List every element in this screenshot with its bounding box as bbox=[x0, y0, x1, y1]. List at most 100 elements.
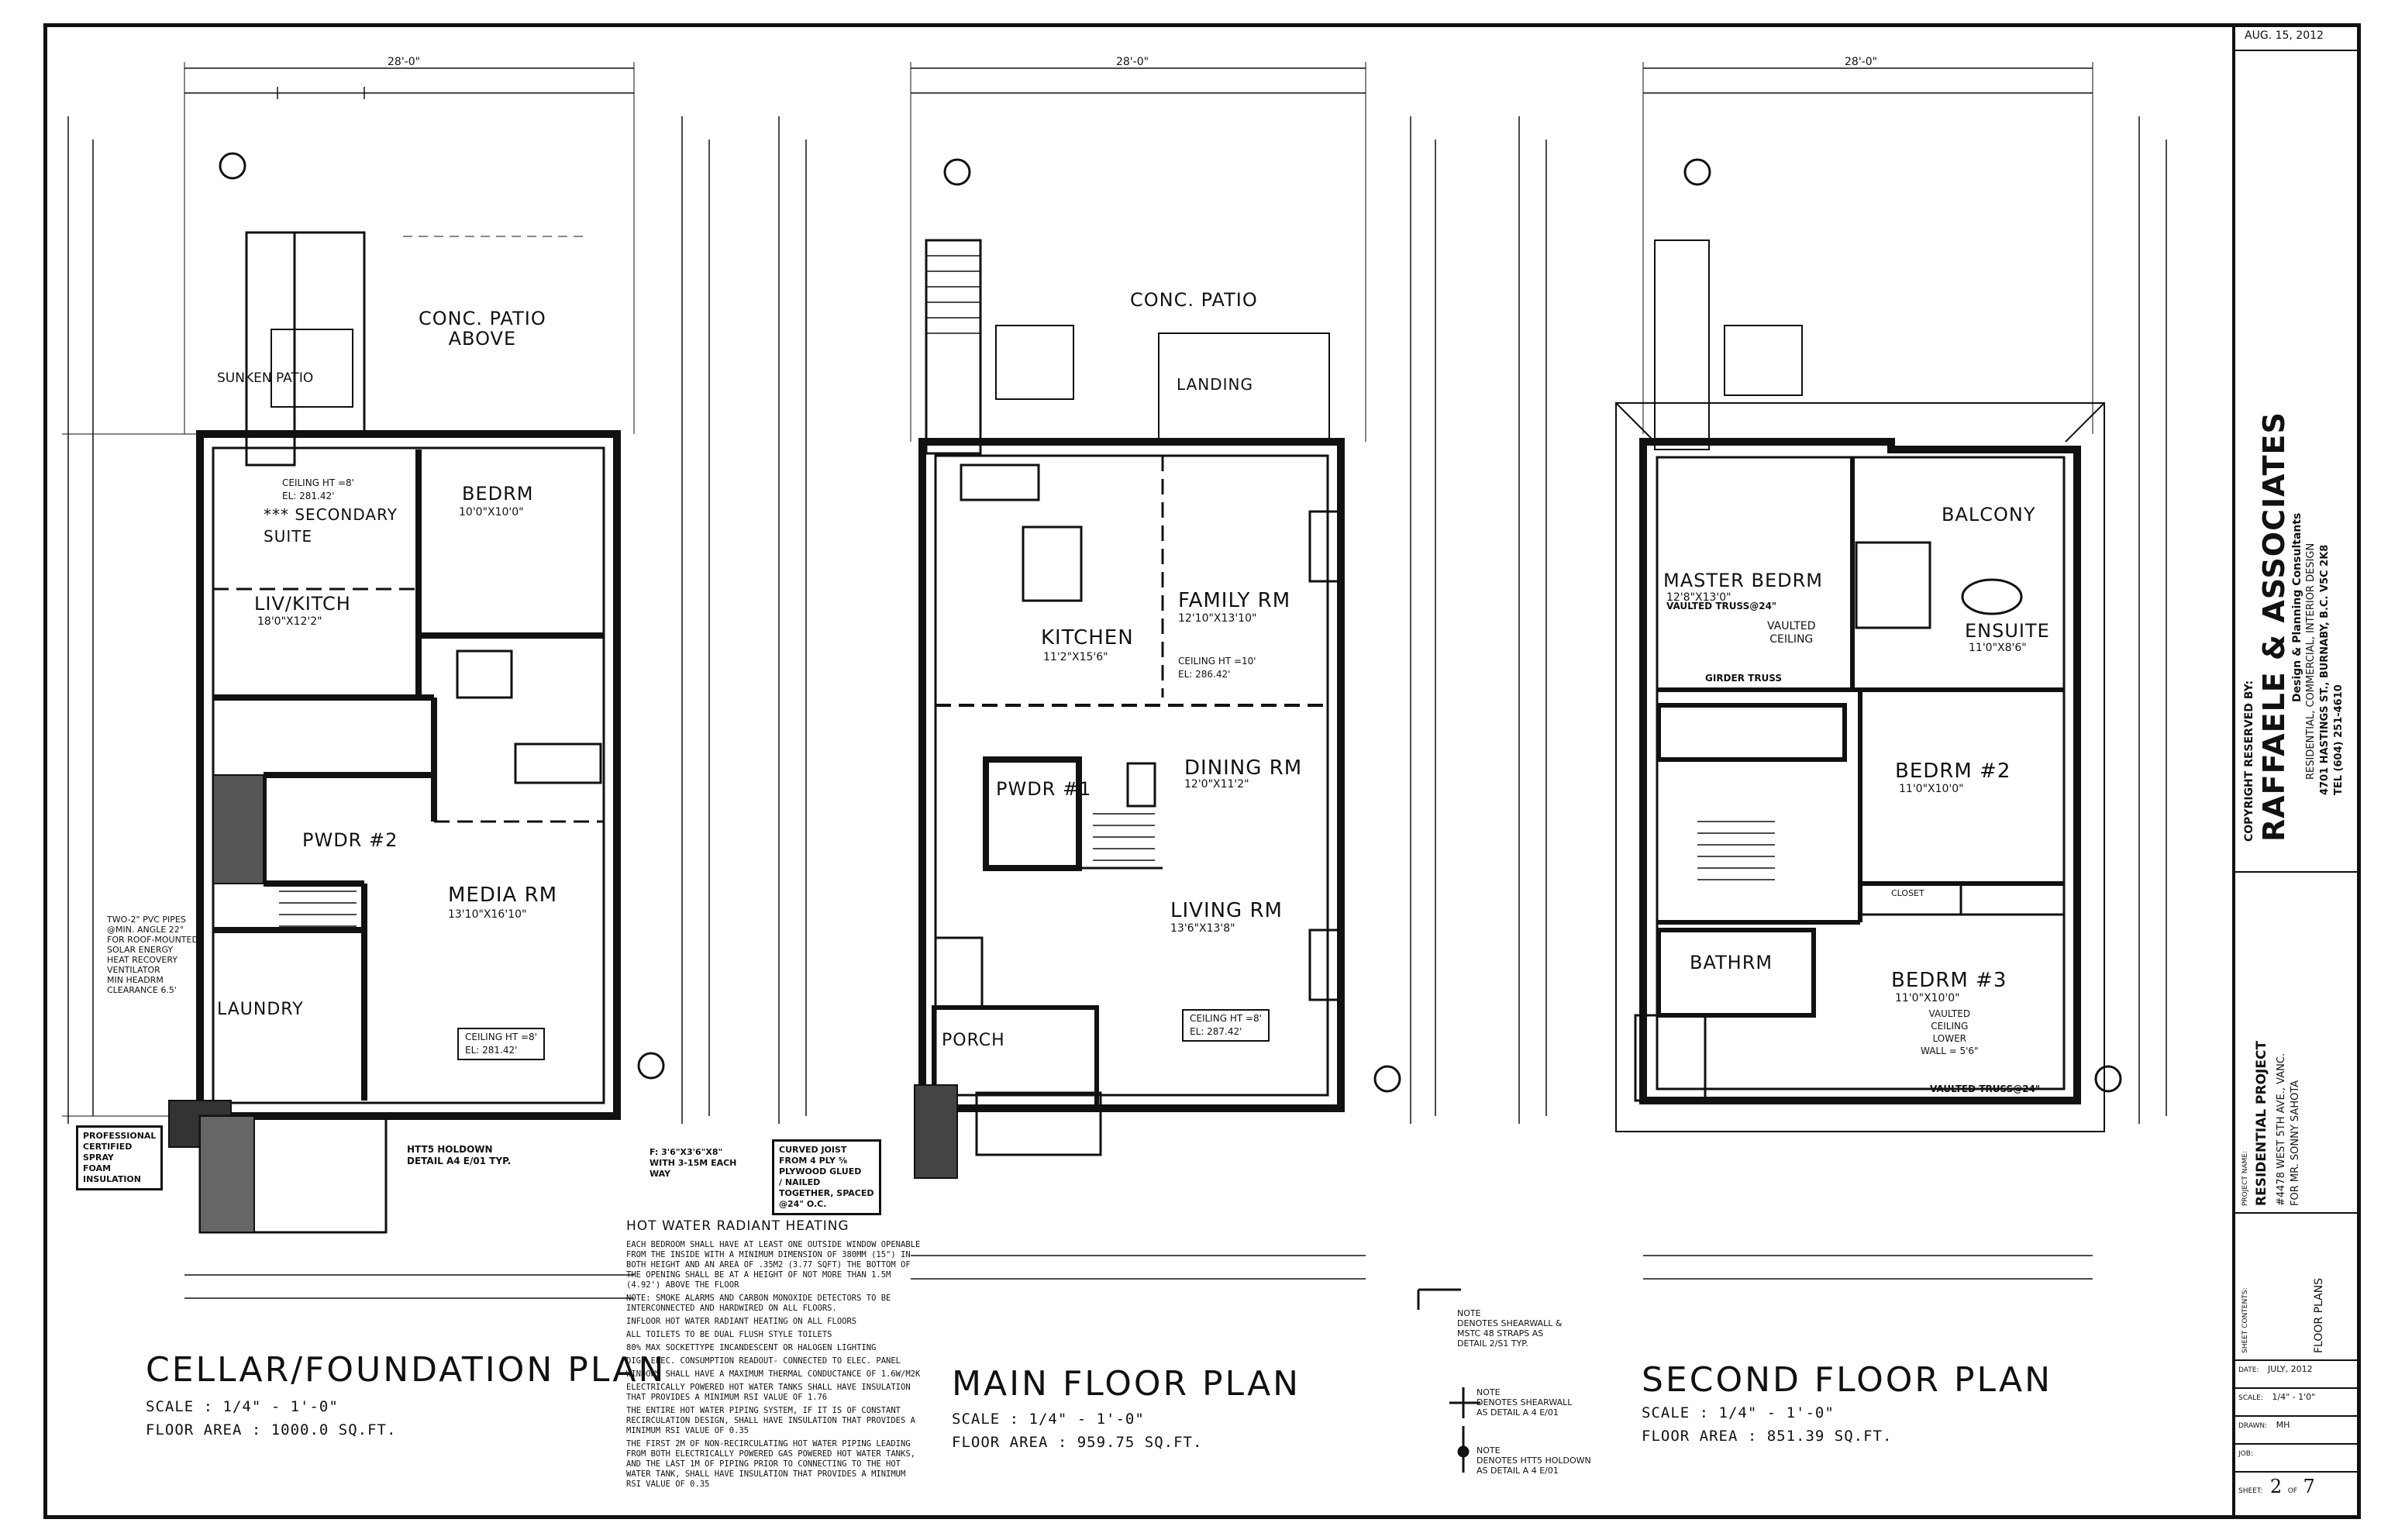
title-block-date-top: AUG. 15, 2012 bbox=[2245, 29, 2324, 42]
cellar-plan-area: FLOOR AREA : 1000.0 SQ.FT. bbox=[146, 1421, 397, 1438]
project-label: PROJECT NAME: bbox=[2241, 1150, 2249, 1206]
date-row: DATE: JULY, 2012 bbox=[2235, 1361, 2361, 1389]
ceiling-note: CEILING HT =8' EL: 281.42' bbox=[282, 477, 354, 501]
note-paragraph: EACH BEDROOM SHALL HAVE AT LEAST ONE OUT… bbox=[626, 1240, 921, 1290]
room-label-pwdr2: PWDR #2 bbox=[302, 829, 398, 851]
room-label-sunken-patio: SUNKEN PATIO bbox=[217, 370, 314, 386]
second-plan-walls bbox=[1518, 62, 2167, 1280]
legend-symbols bbox=[1417, 1288, 1480, 1473]
truss-label-2: GIRDER TRUSS bbox=[1705, 673, 1783, 684]
second-overall-width: 28'-0" bbox=[1845, 56, 1878, 68]
room-label-landing: LANDING bbox=[1177, 375, 1254, 394]
room-label-kitchen: KITCHEN bbox=[1041, 626, 1134, 649]
second-plan-scale: SCALE : 1/4" - 1'-0" bbox=[1642, 1404, 1835, 1421]
second-plan-area: FLOOR AREA : 851.39 SQ.FT. bbox=[1642, 1428, 1893, 1445]
cellar-overall-width: 28'-0" bbox=[388, 56, 421, 68]
room-size-bedrm: 10'0"X10'0" bbox=[459, 506, 524, 519]
legend-shearwall-strap: NOTE DENOTES SHEARWALL & MSTC 48 STRAPS … bbox=[1457, 1308, 1563, 1349]
room-size-ensuite: 11'0"X8'6" bbox=[1969, 642, 2027, 654]
room-label-pwdr1: PWDR #1 bbox=[996, 778, 1092, 800]
project-client: FOR MR. SONNY SAHOTA bbox=[2290, 1080, 2301, 1206]
drawn-value: MH bbox=[2276, 1420, 2290, 1430]
firm-name: RAFFAELE & ASSOCIATES bbox=[2257, 412, 2291, 842]
room-label-bedrm: BEDRM bbox=[462, 483, 534, 505]
project-address: #4478 WEST 5TH AVE., VANC. bbox=[2276, 1053, 2287, 1206]
pvc-pipe-note: TWO-2" PVC PIPES @MIN. ANGLE 22° FOR ROO… bbox=[107, 915, 198, 995]
room-label-bathrm: BATHRM bbox=[1690, 952, 1773, 973]
firm-address: 4701 HASTINGS ST., BURNABY, B.C. V5C 2K8 bbox=[2319, 544, 2331, 795]
sheet-contents-cell: SHEET CONTENTS: FLOOR PLANS bbox=[2235, 1214, 2361, 1361]
room-label-master: MASTER BEDRM bbox=[1663, 570, 1823, 591]
main-overall-width: 28'-0" bbox=[1116, 56, 1149, 68]
room-label-conc-patio: CONC. PATIO bbox=[1130, 289, 1258, 311]
room-label-bedrm2: BEDRM #2 bbox=[1895, 760, 2011, 783]
cellar-plan-walls bbox=[62, 62, 710, 1299]
main-plan-title: MAIN FLOOR PLAN bbox=[952, 1364, 1301, 1404]
room-label-livkitch: LIV/KITCH bbox=[254, 593, 351, 615]
sheet-of-label: OF bbox=[2287, 1487, 2297, 1495]
truss-label-3: VAULTED TRUSS@24" bbox=[1930, 1084, 2041, 1094]
sheet-contents-label: SHEET CONTENTS: bbox=[2241, 1287, 2249, 1353]
room-size-kitchen: 11'2"X15'6" bbox=[1043, 651, 1108, 663]
note-paragraph: 80% MAX SOCKETTYPE INCANDESCENT OR HALOG… bbox=[626, 1343, 877, 1352]
notes-heading: HOT WATER RADIANT HEATING bbox=[626, 1218, 849, 1234]
room-label-secondary-suite: *** SECONDARY SUITE bbox=[264, 505, 398, 546]
sheet-number: 2 bbox=[2269, 1476, 2283, 1497]
second-plan-title: SECOND FLOOR PLAN bbox=[1642, 1360, 2053, 1400]
room-size-living: 13'6"X13'8" bbox=[1170, 922, 1235, 935]
room-size-family: 12'10"X13'10" bbox=[1178, 612, 1257, 625]
scale-label: SCALE: bbox=[2238, 1394, 2263, 1402]
room-label-bedrm3: BEDRM #3 bbox=[1891, 969, 2007, 992]
note-paragraph: THE FIRST 2M OF NON-RECIRCULATING HOT WA… bbox=[626, 1439, 915, 1489]
room-label-media: MEDIA RM bbox=[448, 884, 558, 907]
room-label-porch: PORCH bbox=[942, 1031, 1005, 1050]
note-paragraph: THE ENTIRE HOT WATER PIPING SYSTEM, IF I… bbox=[626, 1406, 915, 1435]
copyright-label: COPYRIGHT RESERVED BY: bbox=[2243, 680, 2255, 842]
note-paragraph: INFLOOR HOT WATER RADIANT HEATING ON ALL… bbox=[626, 1317, 857, 1326]
curved-joist-note: CURVED JOIST FROM 4 PLY ⅝ PLYWOOD GLUED … bbox=[772, 1139, 881, 1215]
project-name: RESIDENTIAL PROJECT bbox=[2254, 1040, 2269, 1206]
legend-shearwall: NOTE DENOTES SHEARWALL AS DETAIL A 4 E/0… bbox=[1476, 1387, 1573, 1418]
legend-holdown: NOTE DENOTES HTT5 HOLDOWN AS DETAIL A 4 … bbox=[1476, 1445, 1591, 1476]
spray-foam-note: PROFESSIONAL CERTIFIED SPRAY FOAM INSULA… bbox=[76, 1125, 164, 1190]
main-ceiling-note-2: CEILING HT =8' EL: 287.42' bbox=[1182, 1009, 1270, 1042]
job-label: JOB: bbox=[2238, 1450, 2253, 1458]
room-size-livkitch: 18'0"X12'2" bbox=[257, 615, 322, 628]
scale-value: 1/4" - 1'0" bbox=[2272, 1392, 2316, 1402]
sheet-total: 7 bbox=[2303, 1476, 2315, 1497]
closet-label: CLOSET bbox=[1891, 888, 1924, 898]
note-paragraph: ALL TOILETS TO BE DUAL FLUSH STYLE TOILE… bbox=[626, 1330, 832, 1339]
room-label-living: LIVING RM bbox=[1170, 899, 1283, 922]
truss-label-1: VAULTED TRUSS@24" bbox=[1666, 601, 1777, 612]
drawn-label: DRAWN: bbox=[2238, 1422, 2268, 1430]
note-paragraph: ELECTRICALLY POWERED HOT WATER TANKS SHA… bbox=[626, 1383, 911, 1402]
title-block: AUG. 15, 2012 COPYRIGHT RESERVED BY: RAF… bbox=[2232, 23, 2361, 1519]
main-plan-walls bbox=[778, 62, 1436, 1280]
sheet-contents: FLOOR PLANS bbox=[2313, 1277, 2325, 1353]
room-size-media: 13'10"X16'10" bbox=[448, 908, 527, 921]
cellar-plan-title: CELLAR/FOUNDATION PLAN bbox=[146, 1350, 667, 1390]
room-size-dining: 12'0"X11'2" bbox=[1184, 778, 1249, 791]
project-cell: PROJECT NAME: RESIDENTIAL PROJECT #4478 … bbox=[2235, 873, 2361, 1214]
date-label: DATE: bbox=[2238, 1366, 2259, 1374]
firm-cell: COPYRIGHT RESERVED BY: RAFFAELE & ASSOCI… bbox=[2235, 51, 2361, 873]
note-paragraph: DIGI ELEC. CONSUMPTION READOUT- CONNECTE… bbox=[626, 1356, 901, 1366]
title-block-date-cell: AUG. 15, 2012 bbox=[2235, 23, 2361, 51]
vaulted-ceiling-master: VAULTED CEILING bbox=[1767, 620, 1816, 646]
sheet-number-label: SHEET: bbox=[2238, 1487, 2263, 1495]
room-size-bedrm2: 11'0"X10'0" bbox=[1899, 783, 1964, 795]
vaulted-ceiling-bedrm3: VAULTED CEILING LOWER WALL = 5'6" bbox=[1921, 1008, 1979, 1056]
note-paragraph: WINDOWS SHALL HAVE A MAXIMUM THERMAL CON… bbox=[626, 1369, 921, 1379]
main-plan-area: FLOOR AREA : 959.75 SQ.FT. bbox=[952, 1434, 1203, 1451]
cellar-plan-scale: SCALE : 1/4" - 1'-0" bbox=[146, 1398, 339, 1415]
main-ceiling-note: CEILING HT =10' EL: 286.42' bbox=[1178, 656, 1256, 680]
notes-body: EACH BEDROOM SHALL HAVE AT LEAST ONE OUT… bbox=[626, 1240, 921, 1493]
sheet-number-row: SHEET: 2 OF 7 bbox=[2235, 1473, 2361, 1516]
firm-services: RESIDENTIAL, COMMERCIAL, INTERIOR DESIGN bbox=[2305, 543, 2317, 780]
scale-row: SCALE: 1/4" - 1'0" bbox=[2235, 1389, 2361, 1417]
room-size-bedrm3: 11'0"X10'0" bbox=[1895, 992, 1960, 1004]
drawing-sheet-border bbox=[43, 23, 2361, 1519]
room-label-balcony: BALCONY bbox=[1942, 504, 2036, 525]
room-label-family: FAMILY RM bbox=[1178, 589, 1291, 612]
